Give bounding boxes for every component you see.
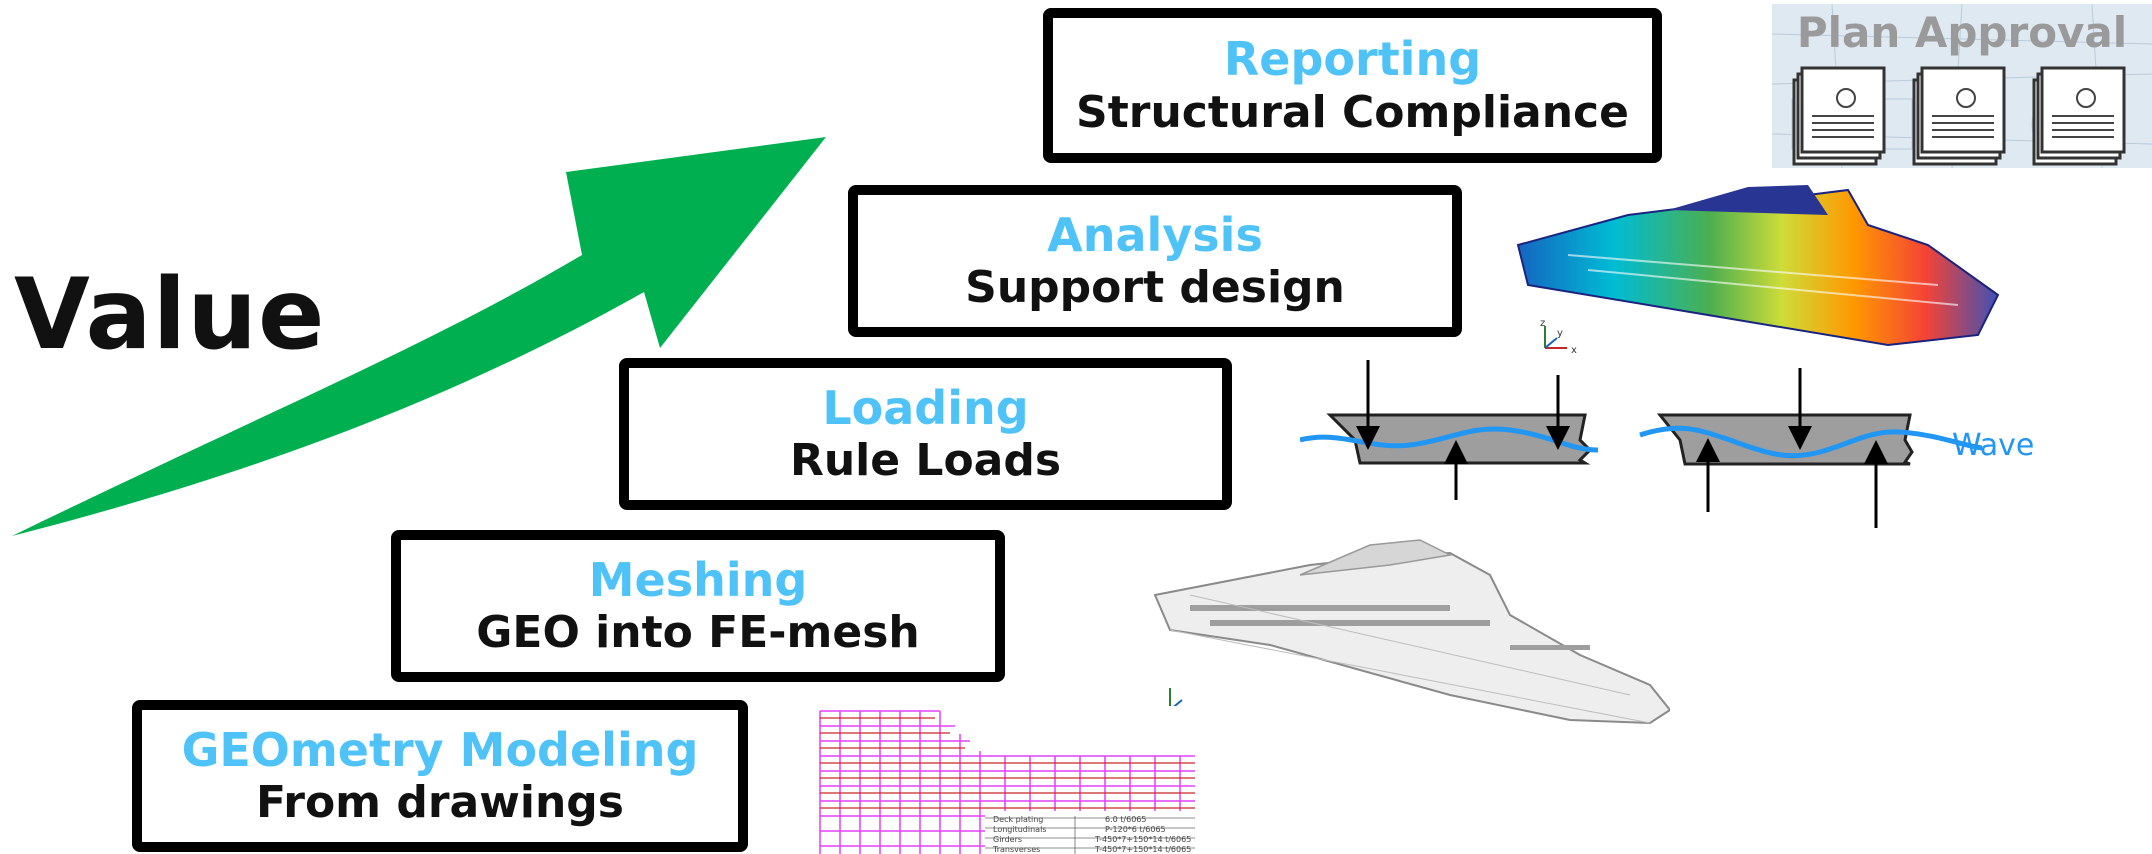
- value-arrow-shape: [12, 137, 826, 536]
- axis-z-label: z: [1540, 318, 1545, 329]
- step-loading: Loading Rule Loads: [619, 358, 1232, 510]
- step-subtitle: From drawings: [256, 777, 624, 829]
- plan-approval-image: Plan Approval: [1772, 4, 2152, 168]
- plan-approval-title: Plan Approval: [1796, 8, 2128, 57]
- step-subtitle: GEO into FE-mesh: [476, 607, 920, 659]
- step-subtitle: Structural Compliance: [1076, 86, 1629, 138]
- step-title: Meshing: [588, 552, 808, 607]
- step-subtitle: Support design: [965, 262, 1345, 314]
- step-reporting: Reporting Structural Compliance: [1043, 8, 1662, 163]
- geometry-table-label-3: Transverses: [993, 845, 1041, 854]
- step-geometry-modeling: GEOmetry Modeling From drawings: [132, 700, 748, 852]
- step-title: Analysis: [1047, 207, 1263, 262]
- geometry-table-value-1: P-120*6 t/6065: [1105, 825, 1166, 834]
- axis-y-label: y: [1557, 328, 1563, 339]
- geometry-drawing-image: Deck plating 6.0 t/6065 Longitudinals P-…: [815, 706, 1195, 854]
- step-title: GEOmetry Modeling: [181, 722, 699, 777]
- wave-label: Wave: [1952, 428, 2035, 463]
- step-meshing: Meshing GEO into FE-mesh: [391, 530, 1005, 682]
- axis-x-label: x: [1571, 345, 1577, 356]
- wave-line-sagging: [1639, 425, 1983, 459]
- step-title: Loading: [822, 380, 1029, 435]
- geometry-table-value-2: T-450*7+150*14 t/6065: [1095, 835, 1192, 844]
- blueprint-background: [1772, 4, 2152, 168]
- loading-wave-diagram: [1300, 360, 1983, 528]
- value-label: Value: [14, 258, 326, 372]
- geometry-table-label-0: Deck plating: [993, 815, 1044, 824]
- document-stack-icon: [1792, 66, 2126, 166]
- axis-triad-analysis: z y x: [1540, 318, 1577, 356]
- geometry-table-value-3: T-450*7+150*14 t/6065: [1095, 845, 1192, 854]
- step-title: Reporting: [1223, 32, 1482, 87]
- step-analysis: Analysis Support design: [848, 185, 1462, 337]
- analysis-ship-image: [1516, 185, 2000, 347]
- step-subtitle: Rule Loads: [789, 435, 1062, 487]
- geometry-table-label-2: Girders: [993, 835, 1023, 844]
- geometry-grid: [819, 710, 1195, 854]
- geometry-table-label-1: Longitudinals: [993, 825, 1047, 834]
- meshing-ship-image: [1153, 539, 1670, 725]
- hull-section-sagging: [1656, 413, 1914, 466]
- geometry-table-value-0: 6.0 t/6065: [1105, 815, 1147, 824]
